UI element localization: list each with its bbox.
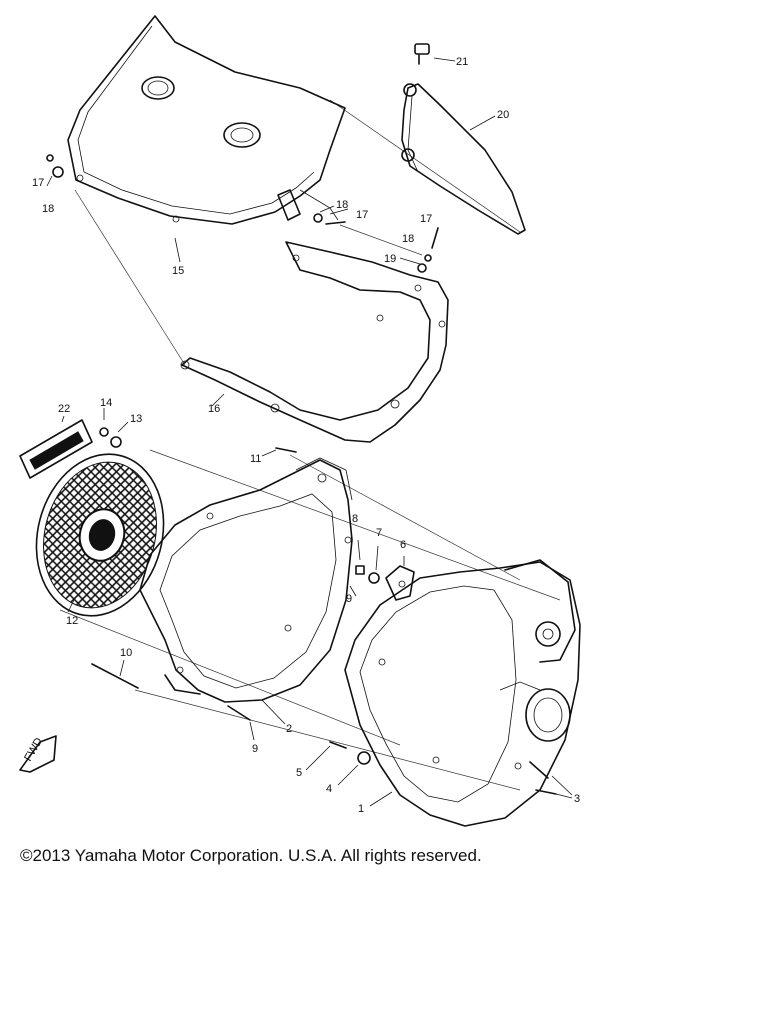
callout-16: 16 <box>208 403 220 415</box>
callout-11: 11 <box>250 453 261 465</box>
callout-17-right: 17 <box>420 213 432 225</box>
leader-lines <box>46 57 573 807</box>
callout-4: 4 <box>326 783 332 795</box>
callout-8: 8 <box>352 513 358 525</box>
magneto-cover <box>344 559 581 827</box>
callout-1: 1 <box>358 803 364 815</box>
lower-shroud-cover <box>180 241 449 443</box>
callout-2: 2 <box>286 723 292 735</box>
copyright-notice: ©2013 Yamaha Motor Corporation. U.S.A. A… <box>20 846 482 865</box>
callouts: 21 20 17 18 15 18 17 17 18 19 16 22 14 1… <box>32 56 580 815</box>
upper-shroud-cover <box>67 15 346 225</box>
fasteners <box>46 43 557 795</box>
callout-9-upper: 9 <box>346 593 352 605</box>
assembly-lines <box>59 99 561 791</box>
callout-22: 22 <box>58 403 70 415</box>
callout-9-lower: 9 <box>252 743 258 755</box>
callout-13: 13 <box>130 413 142 425</box>
fan-housing <box>139 457 353 703</box>
callout-15: 15 <box>172 265 184 277</box>
side-panel <box>401 83 526 235</box>
exploded-parts-diagram: FWD 21 20 17 18 15 18 17 <box>19 15 581 827</box>
callout-6: 6 <box>400 539 406 551</box>
decal-plate <box>19 419 93 479</box>
callout-7: 7 <box>376 527 382 539</box>
callout-19: 19 <box>384 253 396 265</box>
callout-3: 3 <box>574 793 580 805</box>
callout-18-right: 18 <box>402 233 414 245</box>
callout-17-mid: 17 <box>356 209 368 221</box>
callout-18-left: 18 <box>42 203 54 215</box>
callout-17-left: 17 <box>32 177 44 189</box>
callout-5: 5 <box>296 767 302 779</box>
fwd-label: FWD <box>22 736 45 764</box>
callout-21: 21 <box>456 56 468 68</box>
callout-12: 12 <box>66 615 78 627</box>
callout-18-mid: 18 <box>336 199 348 211</box>
fwd-direction-mark: FWD <box>19 735 57 773</box>
callout-14: 14 <box>100 397 112 409</box>
fan-guard <box>35 453 165 617</box>
small-bracket <box>385 565 415 601</box>
callout-20: 20 <box>497 109 509 121</box>
callout-10: 10 <box>120 647 132 659</box>
